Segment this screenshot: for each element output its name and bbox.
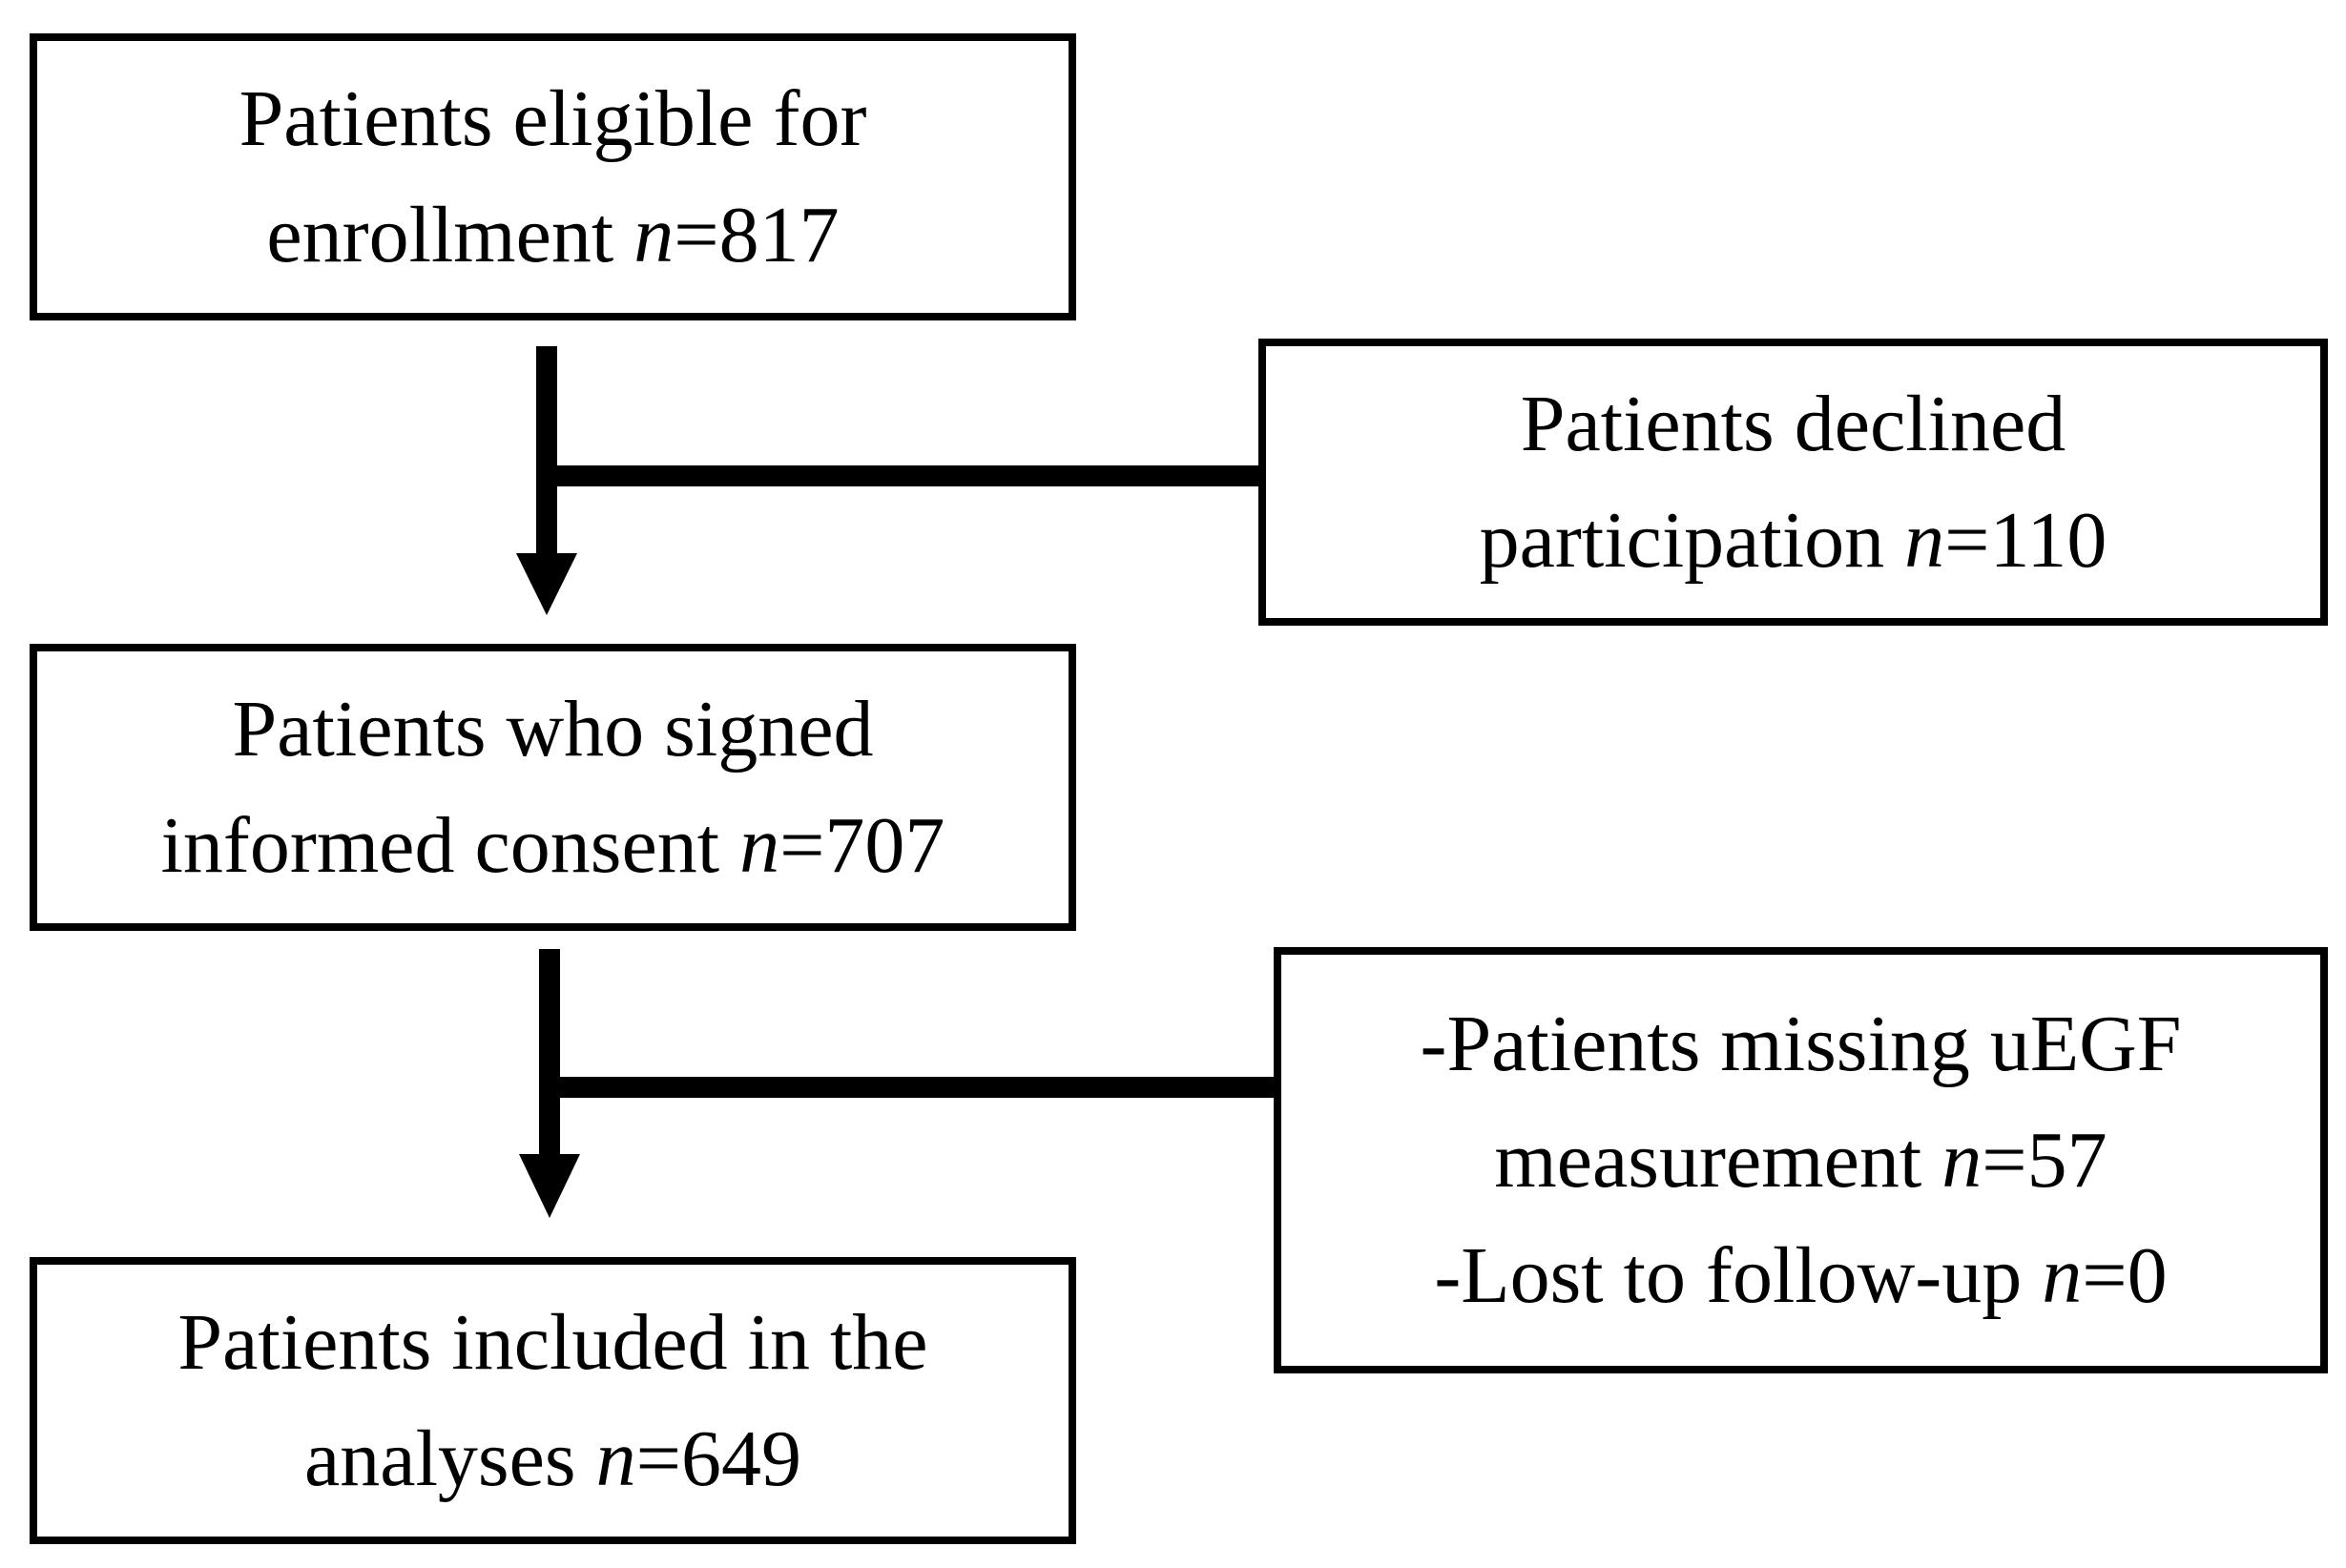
declined-line2-prefix: participation: [1479, 495, 1905, 585]
included-line2: analyses n=649: [177, 1401, 927, 1517]
eligible-line2-prefix: enrollment: [266, 190, 634, 279]
consent-line2: informed consent n=707: [161, 788, 945, 904]
eligible-line1: Patients eligible for: [239, 73, 867, 163]
excluded-patients-text: -Patients missing uEGF measurement n=57 …: [1420, 986, 2181, 1334]
eligible-n-symbol: n: [633, 190, 675, 279]
excluded-patients-box: -Patients missing uEGF measurement n=57 …: [1274, 947, 2328, 1373]
included-patients-box: Patients included in the analyses n=649: [30, 1257, 1076, 1544]
declined-count: =110: [1944, 495, 2107, 585]
missing-uegf-count: =57: [1982, 1115, 2107, 1205]
excluded-line2-prefix: measurement: [1494, 1115, 1942, 1205]
consent-count: =707: [779, 800, 945, 890]
excluded-line3: -Lost to follow-up n=0: [1420, 1218, 2181, 1334]
flow-arrowhead-1: [516, 553, 577, 615]
eligible-patients-text: Patients eligible for enrollment n=817: [239, 61, 867, 294]
eligible-count: =817: [674, 190, 840, 279]
lost-followup-count: =0: [2082, 1231, 2168, 1321]
included-line1: Patients included in the: [177, 1297, 928, 1387]
eligible-patients-box: Patients eligible for enrollment n=817: [30, 33, 1076, 320]
consent-line1: Patients who signed: [232, 684, 874, 774]
included-line2-prefix: analyses: [304, 1413, 596, 1503]
signed-consent-text: Patients who signed informed consent n=7…: [161, 671, 945, 904]
included-n-symbol: n: [595, 1413, 636, 1503]
consent-n-symbol: n: [739, 800, 780, 890]
declined-participation-box: Patients declined participation n=110: [1258, 339, 2328, 626]
signed-consent-box: Patients who signed informed consent n=7…: [30, 644, 1076, 931]
declined-line2: participation n=110: [1480, 483, 2107, 599]
included-patients-text: Patients included in the analyses n=649: [177, 1285, 927, 1517]
flow-arrowhead-2: [519, 1154, 580, 1218]
declined-participation-text: Patients declined participation n=110: [1480, 366, 2107, 599]
declined-line1: Patients declined: [1520, 379, 2066, 468]
lost-followup-n-symbol: n: [2042, 1231, 2083, 1321]
declined-n-symbol: n: [1904, 495, 1945, 585]
consent-line2-prefix: informed consent: [160, 800, 740, 890]
excluded-line1: -Patients missing uEGF: [1420, 999, 2182, 1088]
included-count: =649: [635, 1413, 801, 1503]
excluded-line2: measurement n=57: [1420, 1103, 2181, 1219]
eligible-line2: enrollment n=817: [239, 177, 867, 294]
missing-uegf-n-symbol: n: [1941, 1115, 1983, 1205]
excluded-line3-prefix: -Lost to follow-up: [1434, 1231, 2043, 1321]
